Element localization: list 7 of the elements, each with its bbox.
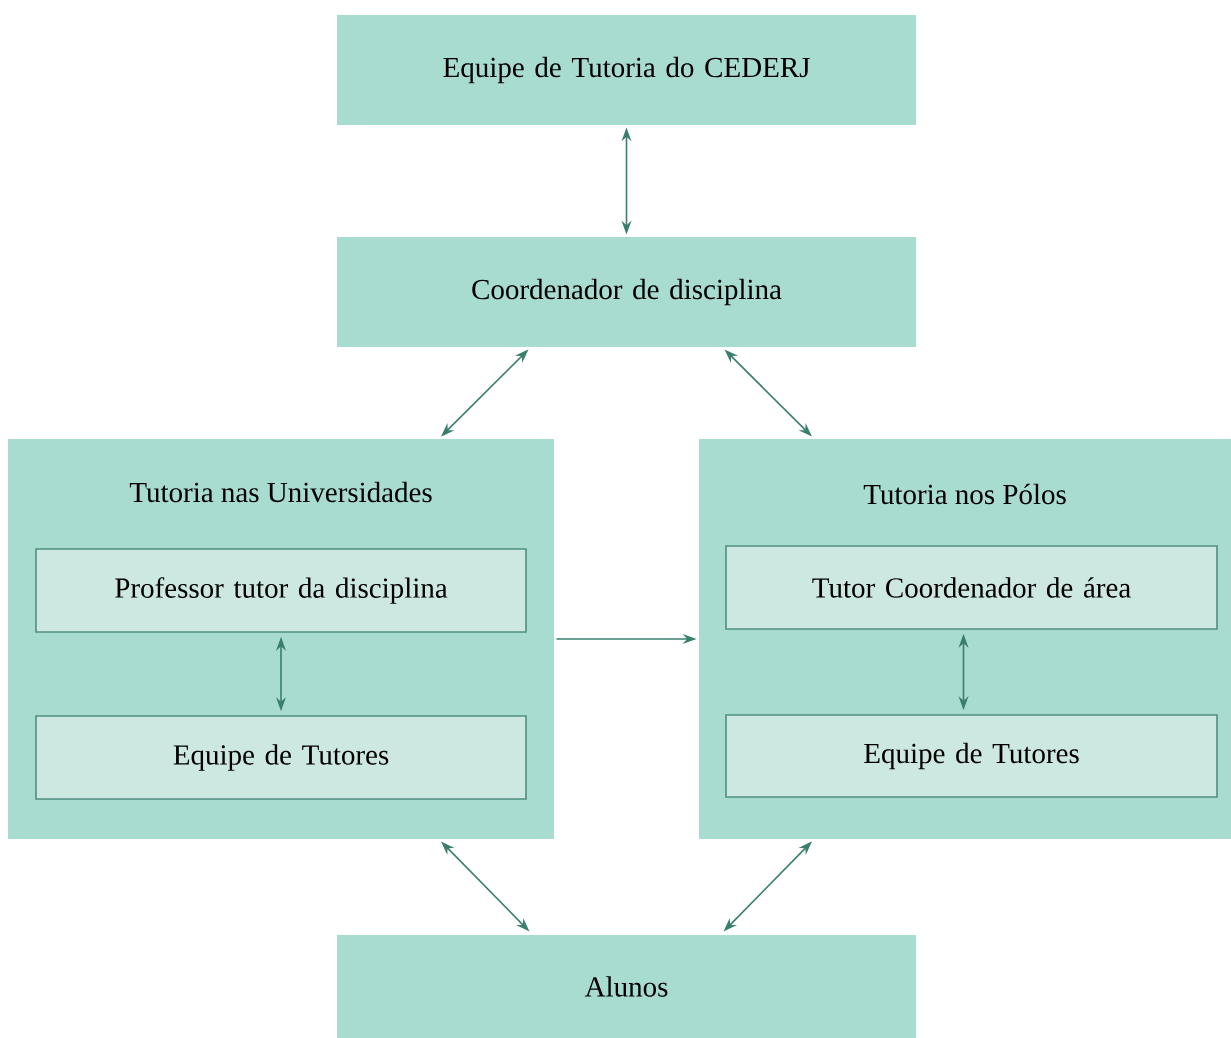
process-box: Coordenador de disciplina [337,237,916,347]
sub-box: Equipe de Tutores [725,714,1218,798]
sub-box: Equipe de Tutores [35,715,527,800]
process-box: Equipe de Tutoria do CEDERJ [337,15,916,125]
process-box: Alunos [337,935,916,1038]
sub-box: Professor tutor da disciplina [35,548,527,633]
sub-box: Tutor Coordenador de área [725,545,1218,630]
